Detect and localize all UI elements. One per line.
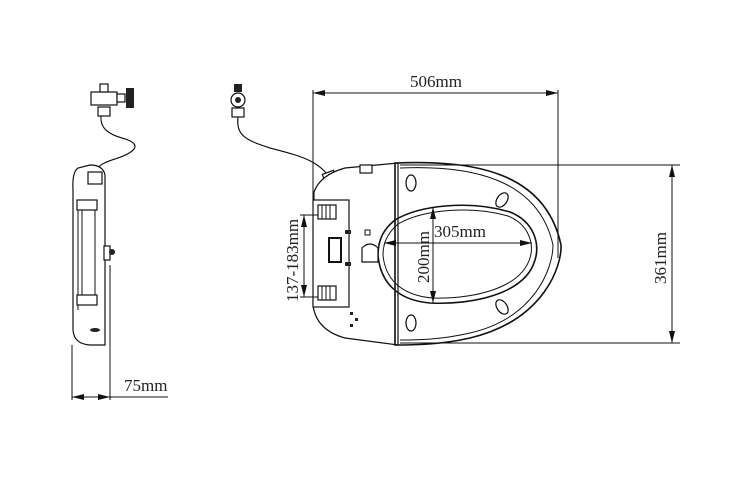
- top-view: 506mm 361mm 305mm 200mm 137-183mm: [230, 72, 680, 346]
- top-valve-icon: [230, 84, 246, 118]
- overall-height-label: 361mm: [651, 232, 670, 284]
- opening-width-label: 200mm: [414, 231, 433, 283]
- opening-length-label: 305mm: [434, 222, 486, 241]
- mount-range-label: 137-183mm: [283, 219, 302, 302]
- side-hose: [94, 115, 136, 173]
- thickness-label: 75mm: [124, 376, 167, 395]
- overall-width-label: 506mm: [410, 72, 462, 91]
- side-valve-icon: [90, 83, 134, 117]
- side-view: 75mm: [71, 83, 168, 400]
